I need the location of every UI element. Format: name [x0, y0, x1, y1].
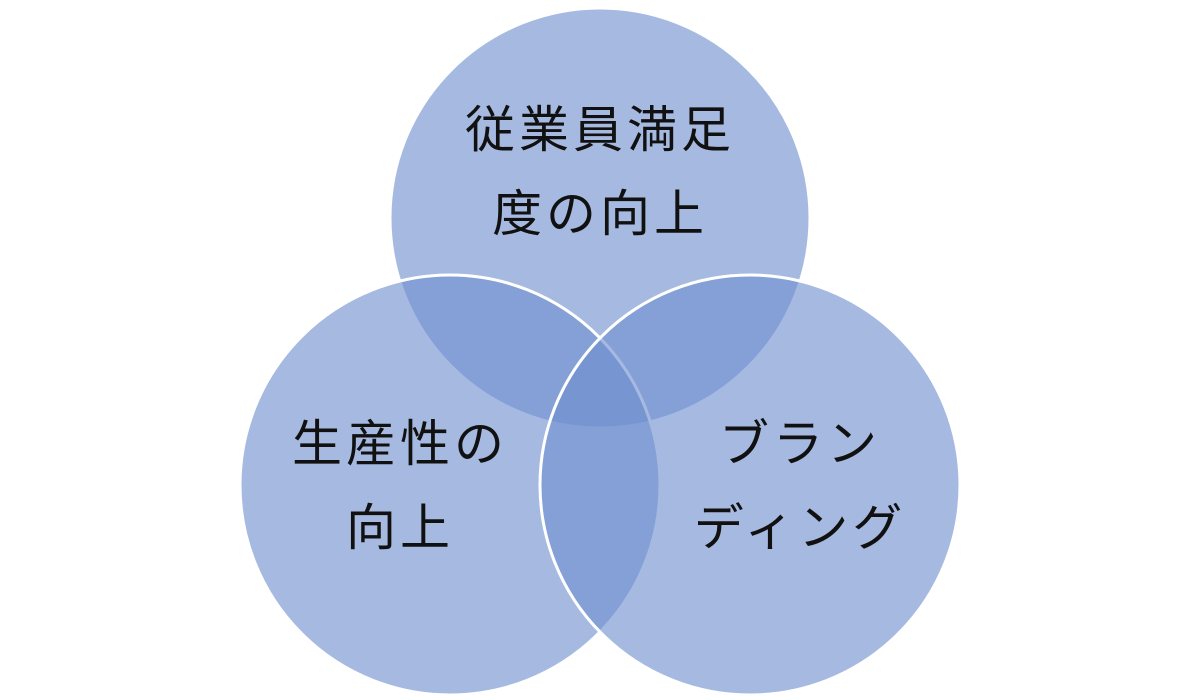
label-employee-satisfaction: 従業員満足 度の向上 [400, 88, 800, 256]
label-branding-line-1: ブラン [719, 415, 881, 473]
label-branding: ブラン ディング [640, 402, 960, 570]
label-productivity: 生産性の 向上 [240, 402, 560, 570]
label-employee-satisfaction-line-1: 従業員満足 [465, 101, 735, 159]
label-productivity-line-1: 生産性の [292, 415, 508, 473]
circle-branding [538, 273, 962, 697]
label-employee-satisfaction-line-2: 度の向上 [492, 185, 708, 243]
label-productivity-line-2: 向上 [346, 499, 454, 557]
label-branding-line-2: ディング [693, 499, 907, 557]
